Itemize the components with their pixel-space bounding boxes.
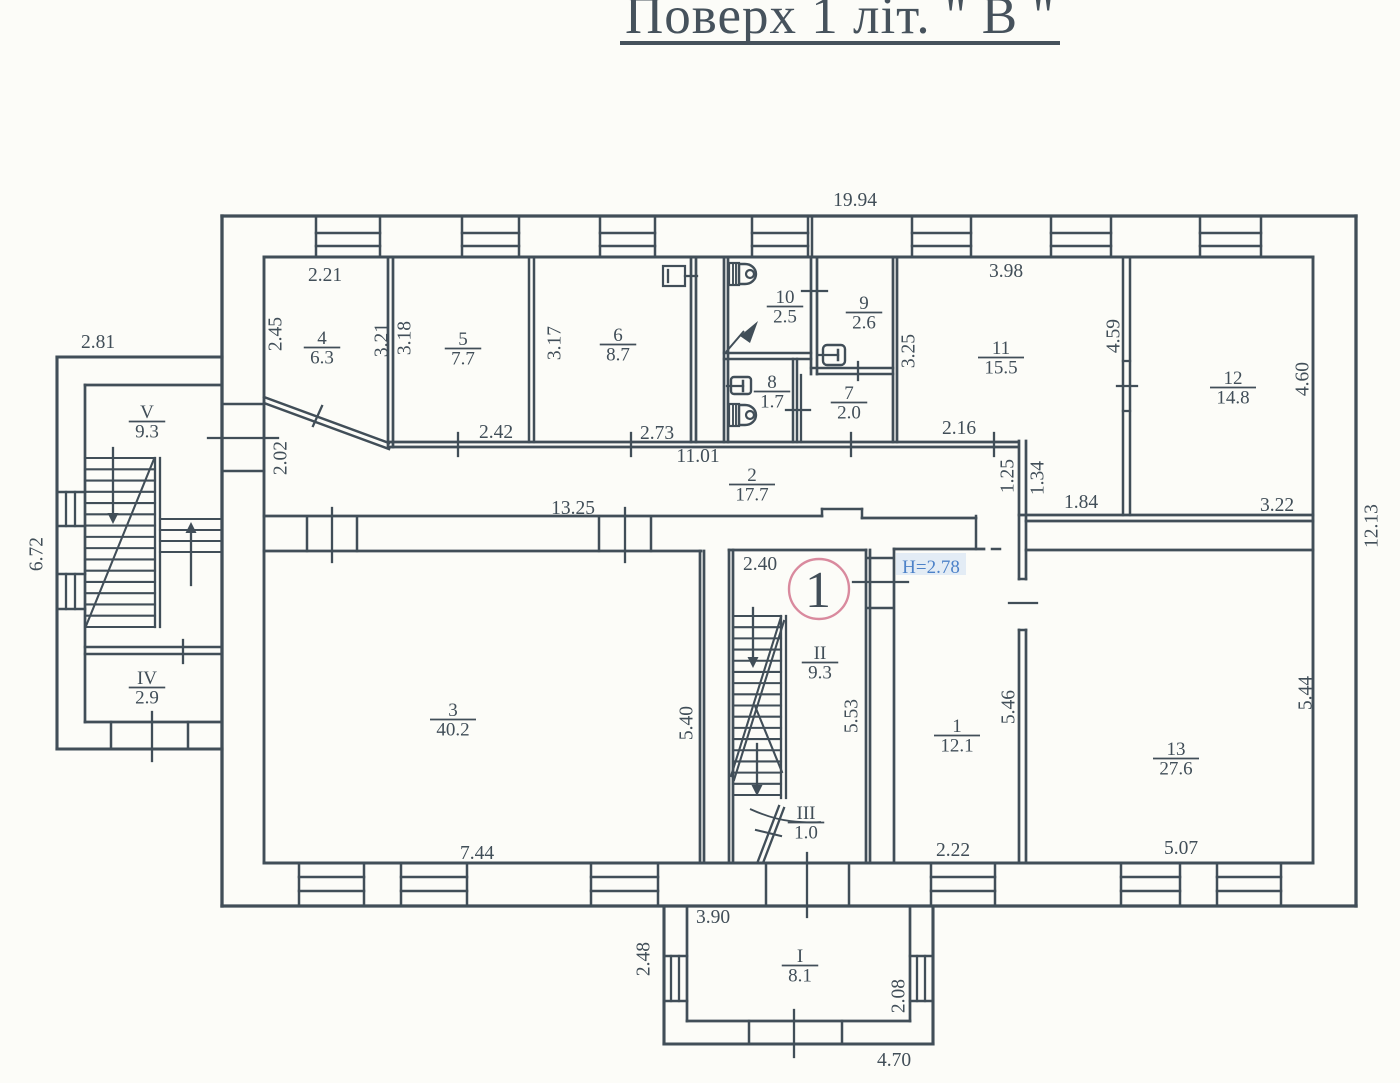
svg-text:2.0: 2.0 [837,403,861,424]
svg-text:3.17: 3.17 [545,326,566,360]
svg-text:1.25: 1.25 [998,459,1019,493]
svg-text:IV: IV [137,668,157,689]
svg-text:2: 2 [747,465,757,486]
svg-text:2.02: 2.02 [271,441,292,475]
svg-text:III: III [797,803,816,824]
svg-text:9.3: 9.3 [808,663,832,684]
svg-text:2.6: 2.6 [852,313,876,334]
svg-text:3.25: 3.25 [899,334,920,368]
svg-text:12: 12 [1224,368,1243,389]
svg-text:2.9: 2.9 [135,688,159,709]
svg-text:13: 13 [1167,739,1186,760]
svg-text:2.08: 2.08 [889,979,910,1013]
svg-text:9.3: 9.3 [135,422,159,443]
svg-text:12.1: 12.1 [940,736,973,757]
svg-text:4.59: 4.59 [1104,319,1125,353]
svg-text:2.45: 2.45 [266,317,287,351]
svg-text:6.72: 6.72 [27,537,48,571]
svg-text:I: I [797,946,803,967]
svg-text:3.98: 3.98 [989,261,1023,282]
svg-text:3.22: 3.22 [1260,495,1294,516]
svg-text:2.48: 2.48 [634,942,655,976]
svg-text:15.5: 15.5 [984,358,1017,379]
svg-text:9: 9 [859,293,869,314]
svg-text:1.0: 1.0 [794,823,818,844]
svg-text:1: 1 [805,562,831,619]
svg-text:1.7: 1.7 [760,392,784,413]
svg-text:2.81: 2.81 [81,332,115,353]
svg-text:2.42: 2.42 [479,422,513,443]
svg-text:V: V [140,402,154,423]
svg-text:8.1: 8.1 [788,966,812,987]
svg-text:5.44: 5.44 [1296,676,1317,710]
svg-text:5.46: 5.46 [999,690,1020,724]
svg-text:3.18: 3.18 [395,321,416,355]
svg-text:4.70: 4.70 [877,1050,911,1071]
svg-text:4.60: 4.60 [1293,362,1314,396]
svg-text:2.22: 2.22 [936,840,970,861]
svg-text:3.90: 3.90 [696,907,730,928]
svg-text:1: 1 [952,716,962,737]
svg-text:Н=2.78: Н=2.78 [902,557,960,578]
svg-text:3.21: 3.21 [372,323,393,357]
svg-text:7: 7 [844,383,854,404]
svg-text:40.2: 40.2 [436,720,469,741]
svg-text:11: 11 [992,338,1010,359]
svg-text:6.3: 6.3 [310,348,334,369]
svg-text:4: 4 [317,328,327,349]
svg-text:14.8: 14.8 [1216,388,1249,409]
svg-text:8: 8 [767,372,777,393]
svg-text:6: 6 [613,325,623,346]
svg-text:12.13: 12.13 [1362,504,1383,548]
svg-text:5.07: 5.07 [1164,838,1198,859]
svg-text:2.5: 2.5 [773,307,797,328]
svg-text:1.84: 1.84 [1064,492,1098,513]
svg-text:2.21: 2.21 [308,265,342,286]
svg-text:7.44: 7.44 [460,843,494,864]
svg-text:1.34: 1.34 [1028,461,1049,495]
svg-text:3: 3 [448,700,458,721]
svg-text:5: 5 [458,329,468,350]
svg-text:5.40: 5.40 [677,706,698,740]
svg-text:7.7: 7.7 [451,349,475,370]
svg-text:13.25: 13.25 [551,498,595,519]
svg-text:2.16: 2.16 [942,418,976,439]
svg-text:5.53: 5.53 [842,699,863,733]
svg-text:10: 10 [776,287,795,308]
svg-text:19.94: 19.94 [833,190,877,211]
svg-text:2.73: 2.73 [640,423,674,444]
svg-text:17.7: 17.7 [735,485,768,506]
svg-text:8.7: 8.7 [606,345,630,366]
svg-text:II: II [814,643,827,664]
svg-text:11.01: 11.01 [676,446,719,467]
svg-text:2.40: 2.40 [743,554,777,575]
svg-text:27.6: 27.6 [1159,759,1192,780]
